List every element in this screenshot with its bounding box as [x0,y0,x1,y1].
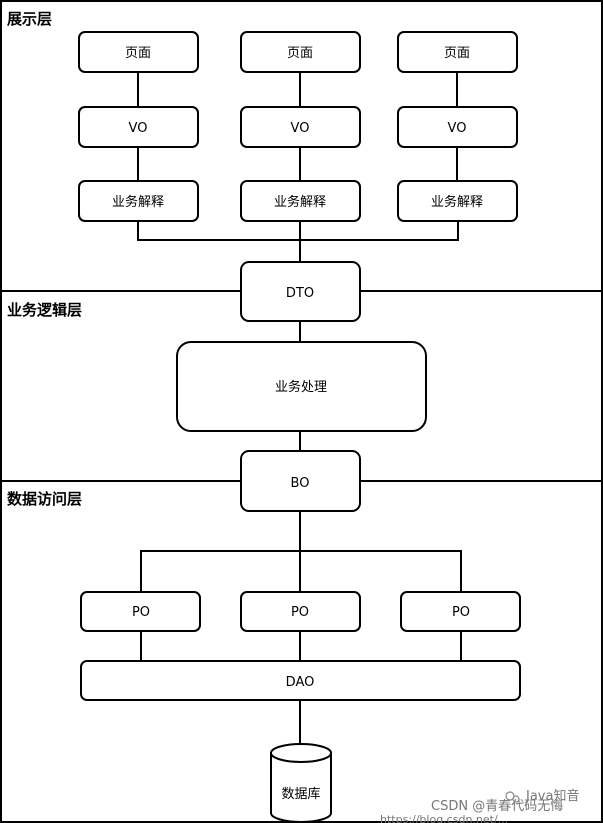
layer-title-data-access: 数据访问层 [7,490,82,508]
po-box: PO [240,591,361,632]
layer-title-business-logic: 业务逻辑层 [7,301,82,319]
dao-label: DAO [286,675,315,690]
dto-label: DTO [286,286,314,301]
dao-box: DAO [80,660,521,701]
interpret-box: 业务解释 [78,180,199,222]
interpret-box: 业务解释 [397,180,518,222]
watermark-csdn: CSDN @青春代码无悔 [431,799,563,814]
vo-label: VO [448,121,467,136]
watermark-wechat: Java知音 [525,788,579,804]
page-label: 页面 [287,46,313,61]
page-box: 页面 [397,31,518,73]
interpret-label: 业务解释 [431,194,483,210]
interpret-label: 业务解释 [274,194,326,210]
po-box: PO [400,591,521,632]
wechat-watermark: Java知音 [505,788,579,804]
layer-title-presentation: 展示层 [7,10,52,28]
page-box: 页面 [78,31,199,73]
page-label: 页面 [125,46,151,61]
interpret-label: 业务解释 [112,194,164,210]
po-label: PO [132,605,150,620]
po-label: PO [452,605,470,620]
watermark-url: https://blog.csdn.net/... [380,813,508,823]
interpret-box: 业务解释 [240,180,361,222]
vo-box: VO [397,106,518,148]
bo-box: BO [240,450,361,512]
dto-box: DTO [240,261,361,322]
po-label: PO [291,605,309,620]
database-label: 数据库 [281,786,320,802]
vo-label: VO [291,121,310,136]
process-label: 业务处理 [275,379,327,395]
bo-label: BO [291,476,310,491]
process-box: 业务处理 [176,341,427,432]
vo-label: VO [129,121,148,136]
vo-box: VO [78,106,199,148]
po-box: PO [80,591,201,632]
page-label: 页面 [444,46,470,61]
database-icon: 数据库 [270,743,332,823]
vo-box: VO [240,106,361,148]
page-box: 页面 [240,31,361,73]
